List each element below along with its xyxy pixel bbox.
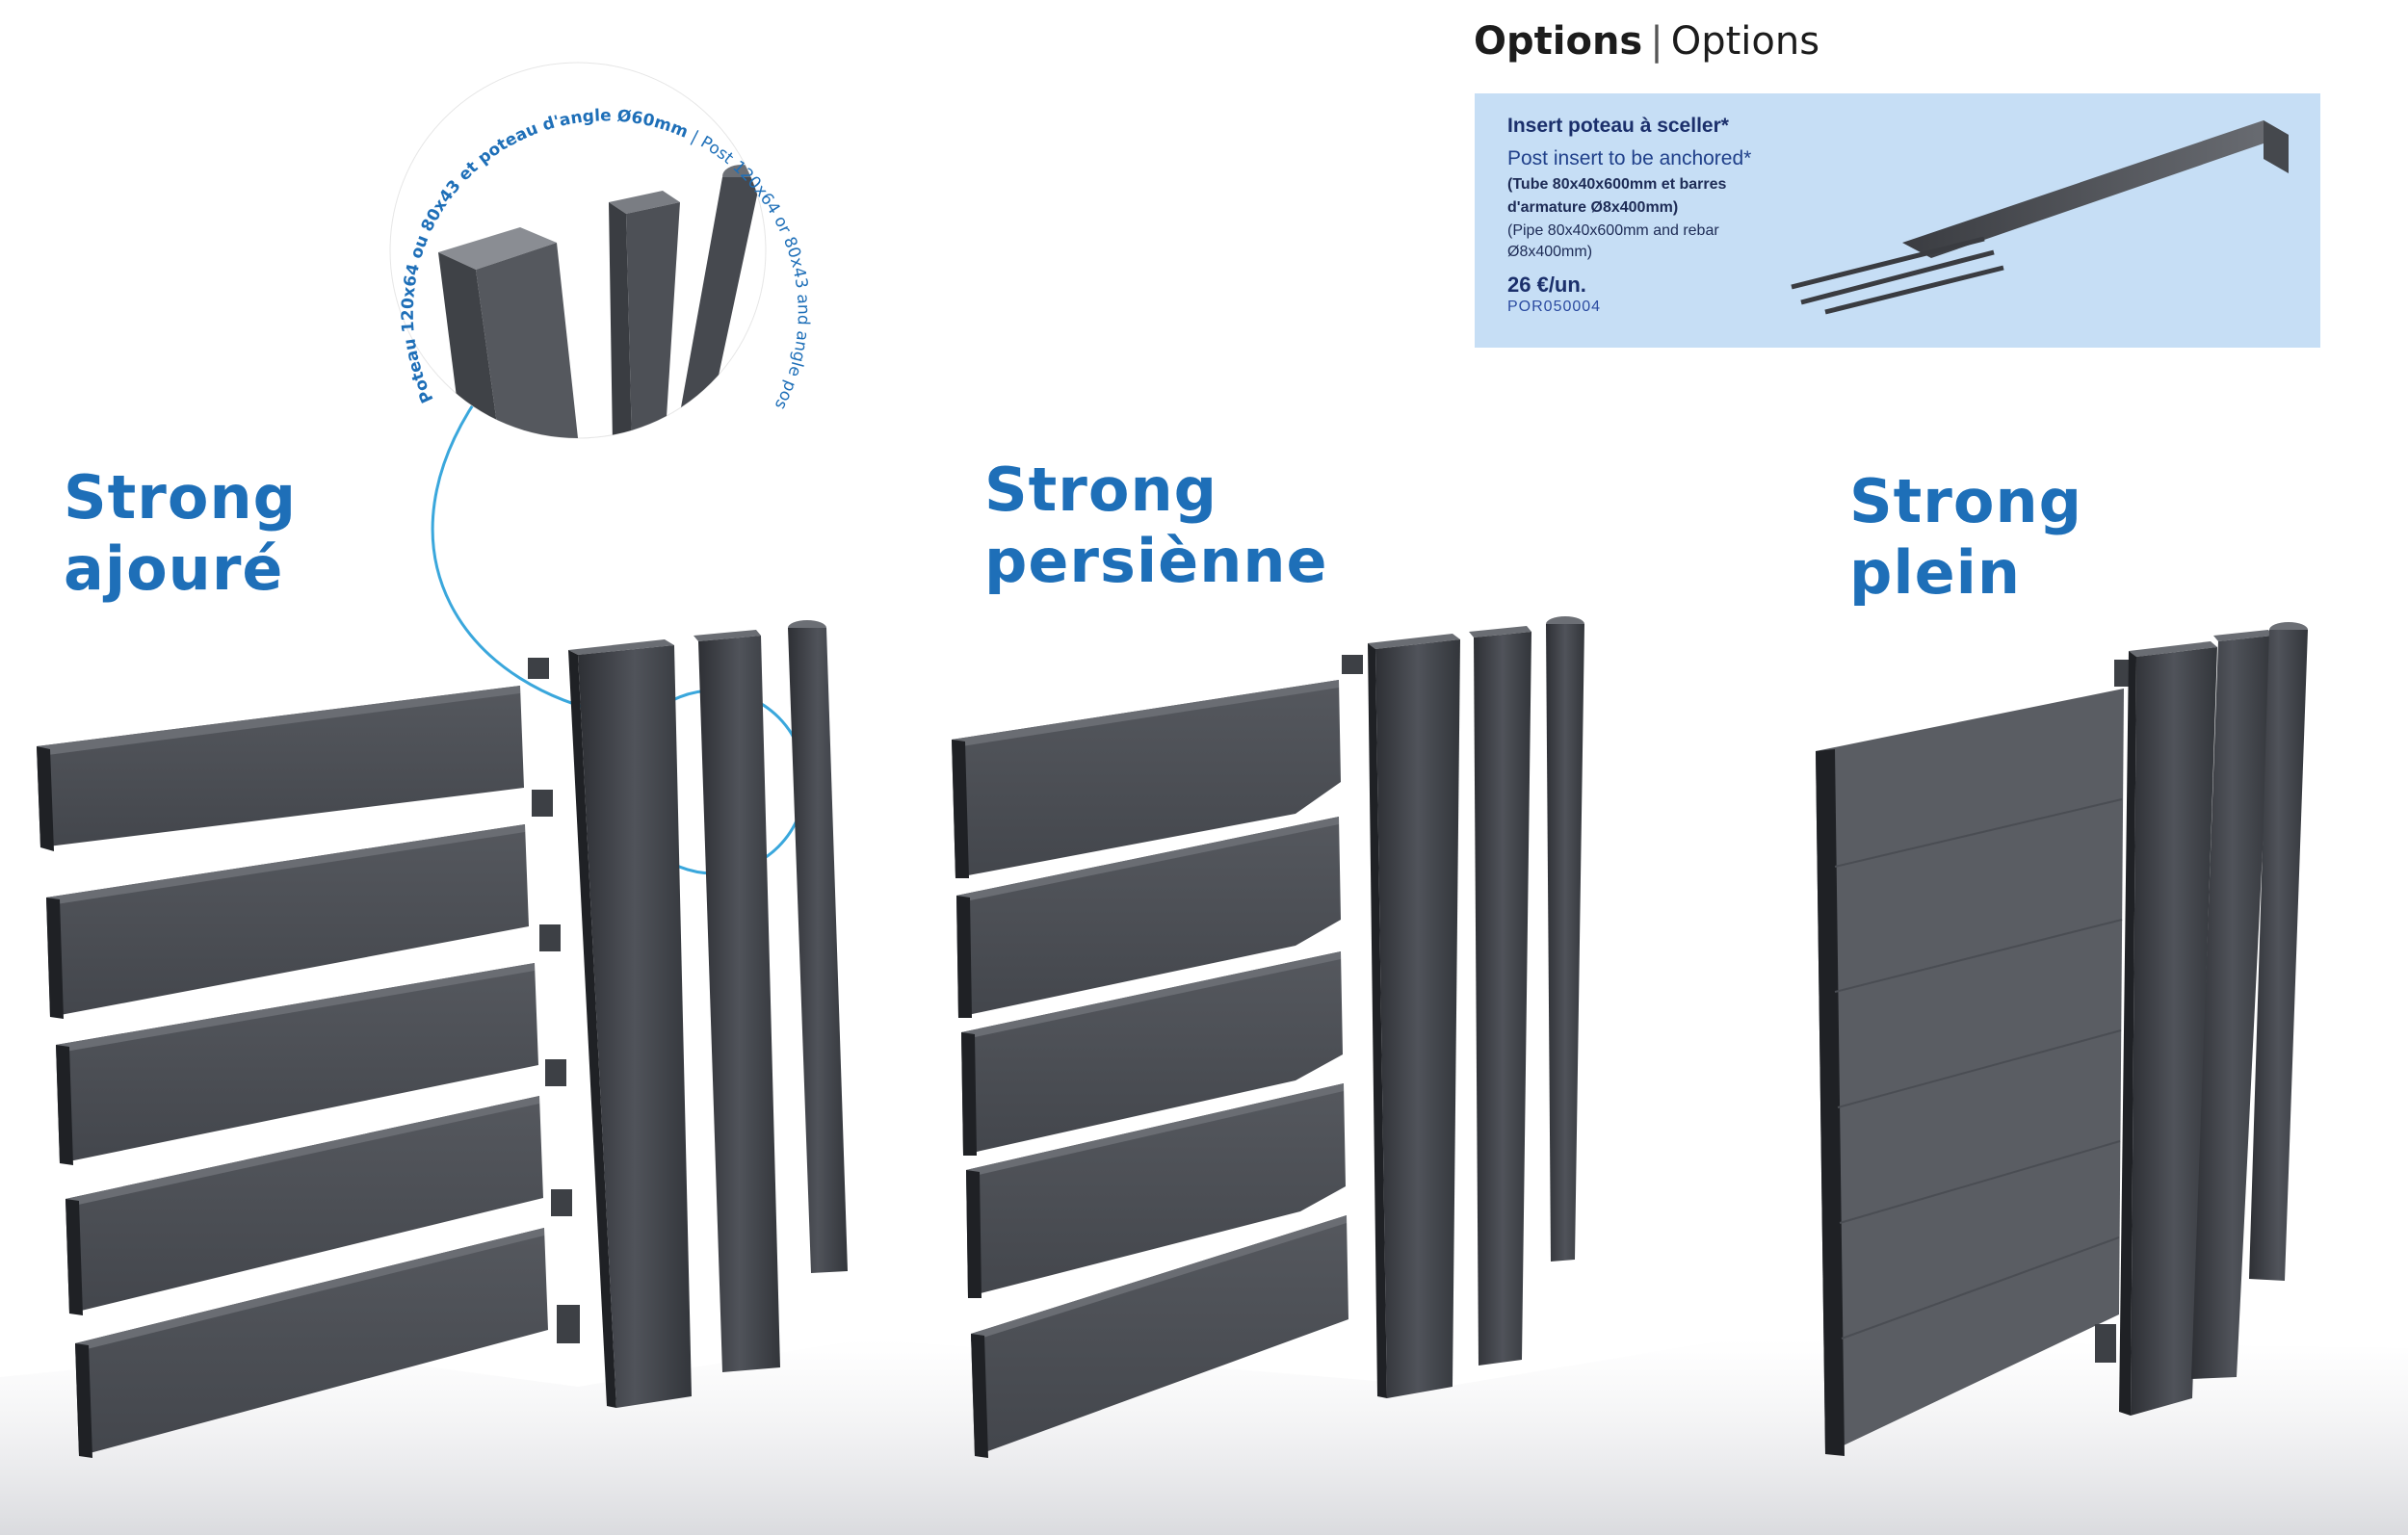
insert-spec-en-2: Ø8x400mm) <box>1507 244 1593 260</box>
fence-persienne <box>952 616 1584 1458</box>
main-post <box>2129 641 2217 657</box>
heading-strong-persienne: Strong persiènne <box>984 455 1328 597</box>
solid-panel <box>1816 689 2124 1456</box>
secondary-post <box>1469 626 1531 637</box>
clip <box>551 1189 572 1216</box>
louvre <box>966 1083 1346 1298</box>
post-insert-illustration <box>1791 120 2289 315</box>
insert-title-en: Post insert to be anchored* <box>1507 147 1752 169</box>
heading-line: Strong <box>984 455 1217 525</box>
clip <box>539 924 561 951</box>
post-insert-option-card: Insert poteau à sceller* Post insert to … <box>1475 93 2320 348</box>
insert-product-code: POR050004 <box>1507 299 1602 315</box>
clip <box>528 658 549 679</box>
insert-spec-fr-1: (Tube 80x40x600mm et barres <box>1507 176 1727 193</box>
fence-ajoure <box>37 620 848 1458</box>
options-title: Options|Options <box>1474 19 1819 64</box>
options-title-light: Options <box>1670 19 1820 64</box>
callout-line <box>431 384 632 719</box>
heading-line: plein <box>1849 537 2022 608</box>
post-detail-callout: Poteau 120x64 ou 80x43 et poteau d'angle… <box>0 0 813 439</box>
insert-price: 26 €/un. <box>1507 273 1586 297</box>
secondary-post <box>2213 630 2273 641</box>
clip <box>545 1059 566 1086</box>
fence-plein <box>1816 622 2308 1456</box>
louvre <box>952 680 1341 878</box>
options-separator: | <box>1650 19 1663 64</box>
main-post <box>568 639 674 655</box>
heading-line: Strong <box>1849 466 2082 536</box>
louvre <box>961 951 1343 1156</box>
insert-spec-fr-2: d'armature Ø8x400mm) <box>1507 199 1679 216</box>
clip <box>1342 655 1363 674</box>
louvre <box>956 817 1341 1018</box>
secondary-post <box>694 630 761 641</box>
slat <box>75 1228 548 1458</box>
floor-shadow <box>0 1339 2408 1535</box>
slat <box>46 824 529 1019</box>
heading-line: ajouré <box>64 533 284 604</box>
louvre <box>971 1215 1348 1458</box>
options-title-bold: Options <box>1474 19 1643 64</box>
slat <box>65 1096 543 1315</box>
slat <box>56 963 538 1165</box>
clip <box>557 1305 580 1343</box>
slat <box>37 686 524 851</box>
heading-line: Strong <box>64 462 297 533</box>
insert-title-fr: Insert poteau à sceller* <box>1507 115 1729 137</box>
main-post <box>1368 634 1460 649</box>
heading-line: persiènne <box>984 526 1328 596</box>
insert-spec-en-1: (Pipe 80x40x600mm and rebar <box>1507 222 1719 239</box>
clip <box>532 790 553 817</box>
heading-strong-plein: Strong plein <box>1849 466 2082 609</box>
clip <box>2095 1324 2116 1363</box>
heading-strong-ajoure: Strong ajouré <box>64 462 297 605</box>
